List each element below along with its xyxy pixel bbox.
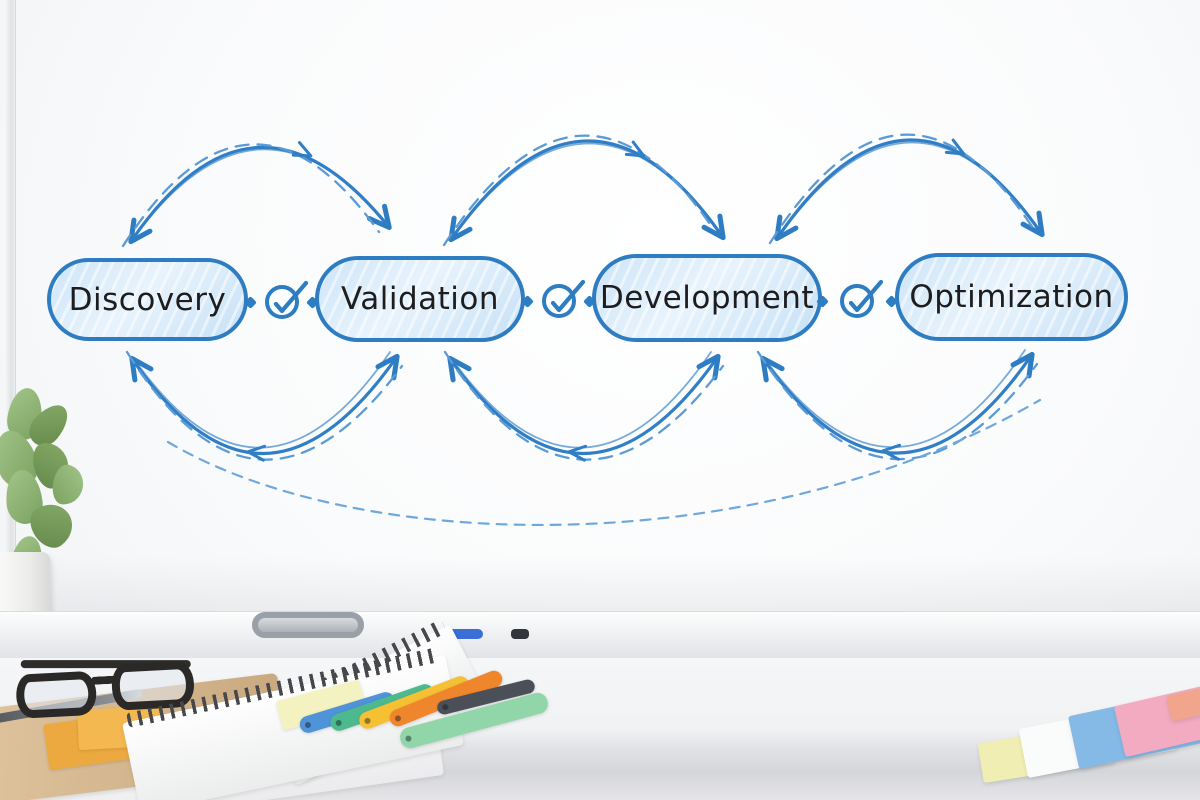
- marker-tip: [304, 720, 312, 729]
- bottom-arc-1: [125, 350, 404, 462]
- marker-tip: [334, 718, 343, 727]
- mid-arrowhead: [567, 444, 588, 462]
- mid-arrowhead: [246, 444, 267, 462]
- connector-2: [521, 279, 596, 319]
- diamond-dot-icon: [583, 294, 596, 308]
- top-arc-2: [442, 134, 726, 247]
- connector-3: [816, 279, 898, 319]
- marker-tip: [393, 714, 402, 722]
- connector-1: [244, 280, 319, 320]
- whiteboard-bottom-shade: [0, 556, 1200, 612]
- stage-box-discovery: Discovery: [47, 258, 248, 341]
- stage-box-validation: Validation: [315, 256, 525, 342]
- diamond-dot-icon: [244, 295, 257, 309]
- stage-box-optimization: Optimization: [895, 253, 1128, 341]
- mid-arrowhead: [944, 138, 966, 156]
- mid-arrowhead: [291, 141, 313, 158]
- glasses-bridge: [91, 675, 116, 685]
- whiteboard-tray: [0, 612, 1200, 661]
- stage-label: Validation: [340, 281, 500, 317]
- tray-marker-cap: [511, 629, 529, 639]
- marker-tip: [404, 734, 412, 742]
- bottom-arc-2: [443, 350, 725, 462]
- marker-tip: [441, 703, 449, 711]
- checkmark-circle-icon: [264, 280, 308, 319]
- mid-arrowhead: [624, 140, 646, 158]
- tray-handle: [252, 612, 364, 638]
- checkmark-circle-icon: [541, 279, 585, 318]
- diamond-dot-icon: [885, 294, 898, 308]
- feedback-loop-arc: [166, 398, 1042, 526]
- top-arc-1: [121, 141, 392, 248]
- stage-label: Development: [599, 280, 815, 316]
- stage-label: Discovery: [68, 281, 227, 318]
- diamond-dot-icon: [306, 295, 319, 309]
- diamond-dot-icon: [521, 294, 534, 308]
- bottom-arc-3: [756, 349, 1039, 461]
- top-arc-3: [768, 133, 1045, 245]
- marker-tip: [363, 716, 372, 725]
- stage-box-development: Development: [592, 254, 822, 342]
- tray-marker-blue: [437, 629, 483, 639]
- stage-label: Optimization: [909, 279, 1114, 315]
- checkmark-circle-icon: [840, 279, 884, 318]
- mid-arrowhead: [881, 443, 902, 461]
- diamond-dot-icon: [816, 294, 829, 308]
- whiteboard-left-frame: [6, 0, 16, 612]
- glasses-left-lens: [15, 670, 98, 719]
